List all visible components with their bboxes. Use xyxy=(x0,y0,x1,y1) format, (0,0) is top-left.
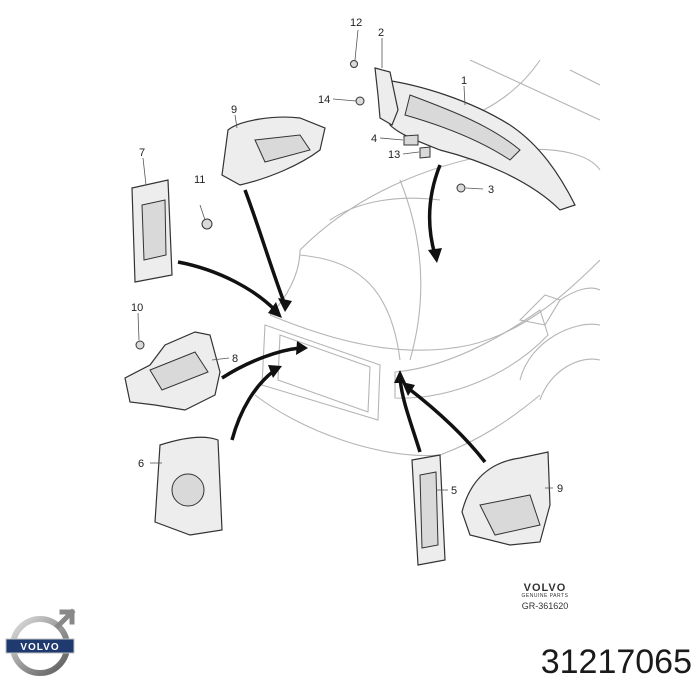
volvo-logo-icon: VOLVO xyxy=(5,608,76,676)
drawing-code: GR-361620 xyxy=(521,601,569,611)
part-7-side-shield xyxy=(131,179,173,283)
part-11-clip xyxy=(199,204,213,230)
part-9-lower-deflector xyxy=(461,451,551,546)
callout-14: 14 xyxy=(318,94,330,106)
callout-4: 4 xyxy=(371,133,377,145)
callout-11: 11 xyxy=(194,174,205,186)
part-number: 31217065 xyxy=(540,643,692,681)
volvo-genuine-parts-mark: VOLVO GENUINE PARTS GR-361620 xyxy=(500,582,590,611)
callout-12: 12 xyxy=(350,17,362,29)
assembly-arrows xyxy=(177,164,487,464)
callout-8: 8 xyxy=(232,353,238,365)
part-2-bracket xyxy=(374,67,399,126)
callout-13: 13 xyxy=(388,149,400,161)
callouts: 1 2 3 4 5 6 7 8 9 9 10 11 12 13 14 xyxy=(131,17,563,497)
callout-7: 7 xyxy=(139,147,145,159)
leader-lines xyxy=(137,29,553,491)
callout-2: 2 xyxy=(378,27,384,39)
part-9-upper-deflector xyxy=(221,116,326,186)
part-8-lower-deflector xyxy=(124,331,221,411)
part-10-screw xyxy=(135,340,145,350)
part-6-wheelhouse-liner xyxy=(154,436,223,536)
brand-subtitle: GENUINE PARTS xyxy=(521,593,569,599)
callout-9-lower: 9 xyxy=(557,483,563,495)
callout-9-upper: 9 xyxy=(231,104,237,116)
car-outline xyxy=(254,59,601,457)
part-1-cowl-panel xyxy=(384,79,576,211)
logo-text: VOLVO xyxy=(20,642,59,653)
fasteners xyxy=(350,60,466,193)
callout-6: 6 xyxy=(138,458,144,470)
brand-wordmark: VOLVO xyxy=(523,582,567,594)
callout-3: 3 xyxy=(488,184,494,196)
part-5-vertical-bracket xyxy=(411,454,446,566)
callout-5: 5 xyxy=(451,485,457,497)
callout-1: 1 xyxy=(461,75,467,87)
callout-10: 10 xyxy=(131,302,143,314)
